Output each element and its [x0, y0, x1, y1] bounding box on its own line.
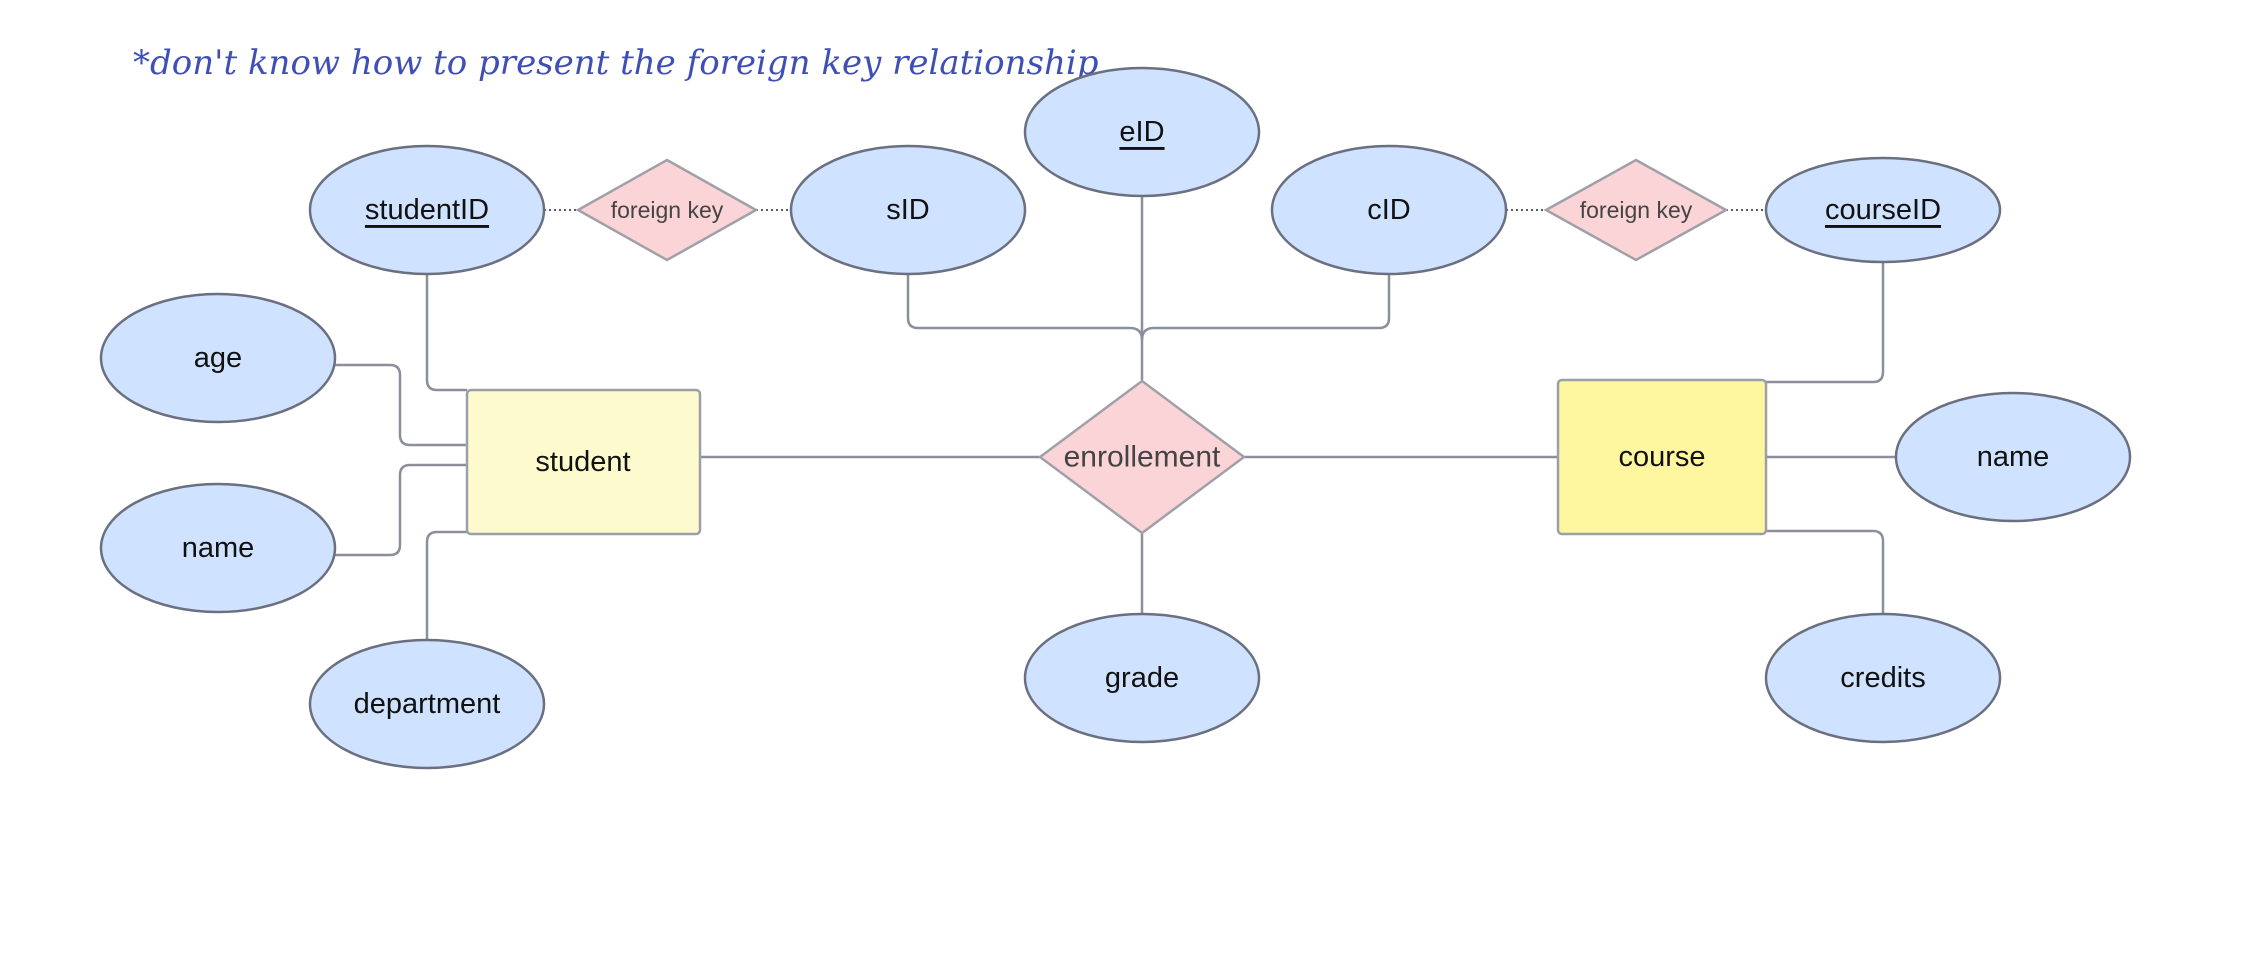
- attribute-department-ellipse: [308, 638, 546, 770]
- relationship-enrollment[interactable]: enrollement: [1037, 379, 1247, 535]
- connector-sid-enrollment: [906, 274, 1144, 341]
- relationship-foreign-key-student[interactable]: foreign key: [575, 158, 759, 262]
- attribute-course-name-label: name: [1977, 441, 2050, 473]
- foreign-key-student-diamond: [575, 158, 759, 262]
- attribute-credits-label: credits: [1840, 662, 1925, 694]
- connector-courseid-course: [1766, 262, 1885, 384]
- attribute-grade[interactable]: grade: [1023, 612, 1261, 744]
- connector-department-student: [425, 530, 467, 640]
- attribute-cid-label: cID: [1367, 194, 1411, 226]
- attribute-student-id-ellipse: [308, 144, 546, 276]
- attribute-course-id-label: courseID: [1825, 194, 1941, 226]
- attribute-cid[interactable]: cID: [1270, 144, 1508, 276]
- relationship-foreign-key-course[interactable]: foreign key: [1543, 158, 1729, 262]
- diagram-note: *don't know how to present the foreign k…: [133, 43, 1099, 83]
- attribute-age-ellipse: [99, 292, 337, 424]
- attribute-credits[interactable]: credits: [1764, 612, 2002, 744]
- connector-cid-enrollment: [1140, 274, 1391, 341]
- attribute-department-label: department: [354, 688, 501, 720]
- attribute-credits-ellipse: [1764, 612, 2002, 744]
- relationship-enrollment-diamond: [1037, 379, 1247, 535]
- foreign-key-course-label: foreign key: [1580, 197, 1693, 223]
- attribute-grade-ellipse: [1023, 612, 1261, 744]
- attribute-age[interactable]: age: [99, 292, 337, 424]
- attribute-sid-label: sID: [886, 194, 930, 226]
- attribute-eid-label: eID: [1119, 116, 1164, 148]
- connector-credits-course: [1766, 529, 1885, 613]
- entity-course[interactable]: course: [1556, 378, 1768, 536]
- attribute-course-name-ellipse: [1894, 391, 2132, 523]
- attribute-student-id-label: studentID: [365, 194, 489, 226]
- attribute-eid[interactable]: eID: [1023, 66, 1261, 198]
- entity-student-box: [465, 388, 702, 536]
- attribute-course-name[interactable]: name: [1894, 391, 2132, 523]
- relationship-enrollment-label: enrollement: [1064, 441, 1221, 474]
- attribute-student-name[interactable]: name: [99, 482, 337, 614]
- attribute-course-id[interactable]: courseID: [1764, 156, 2002, 264]
- attribute-student-id[interactable]: studentID: [308, 144, 546, 276]
- entity-student[interactable]: student: [465, 388, 702, 536]
- attribute-department[interactable]: department: [308, 638, 546, 770]
- entity-course-box: [1556, 378, 1768, 536]
- attribute-course-id-ellipse: [1764, 156, 2002, 264]
- attribute-eid-ellipse: [1023, 66, 1261, 198]
- attribute-cid-ellipse: [1270, 144, 1508, 276]
- foreign-key-course-diamond: [1543, 158, 1729, 262]
- attribute-sid-ellipse: [789, 144, 1027, 276]
- connector-name-student: [335, 463, 467, 557]
- entity-student-label: student: [535, 446, 630, 478]
- attribute-student-name-ellipse: [99, 482, 337, 614]
- connectors: [335, 196, 1896, 640]
- attribute-age-label: age: [194, 342, 242, 374]
- entity-course-label: course: [1618, 441, 1705, 473]
- attribute-sid[interactable]: sID: [789, 144, 1027, 276]
- attribute-grade-label: grade: [1105, 662, 1179, 694]
- connector-studentid-student: [425, 274, 467, 392]
- foreign-key-student-label: foreign key: [611, 197, 724, 223]
- connector-age-student: [335, 363, 467, 447]
- attribute-student-name-label: name: [182, 532, 255, 564]
